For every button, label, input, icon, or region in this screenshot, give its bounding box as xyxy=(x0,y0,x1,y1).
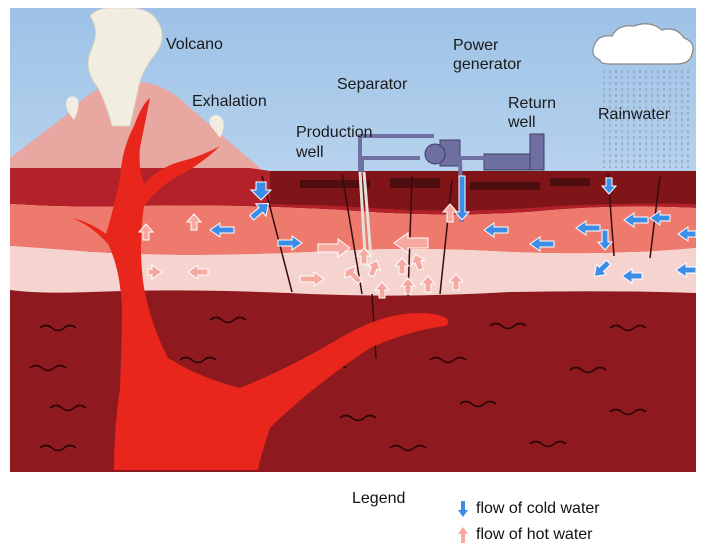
legend-title: Legend xyxy=(352,490,405,508)
rainwater-label: Rainwater xyxy=(598,106,670,124)
power-generator-label-line2: generator xyxy=(453,56,522,74)
production-well-label-line2: well xyxy=(296,144,324,162)
deep-rock xyxy=(10,290,696,472)
production-well-label-line1: Production xyxy=(296,124,373,142)
return-well-label-line1: Return xyxy=(508,95,556,113)
legend-hot-label: flow of hot water xyxy=(476,526,593,544)
return-well-label-line2: well xyxy=(508,114,536,132)
volcano-label: Volcano xyxy=(166,36,223,54)
separator-label: Separator xyxy=(337,76,407,94)
exhalation-label: Exhalation xyxy=(192,93,267,111)
hot-flow-arrow-icon xyxy=(458,527,468,543)
legend-item-hot: flow of hot water xyxy=(458,526,593,544)
power-generator-label-line1: Power xyxy=(453,37,498,55)
cold-flow-arrow-icon xyxy=(458,501,468,517)
legend-cold-label: flow of cold water xyxy=(476,500,600,518)
legend-item-cold: flow of cold water xyxy=(458,500,600,518)
